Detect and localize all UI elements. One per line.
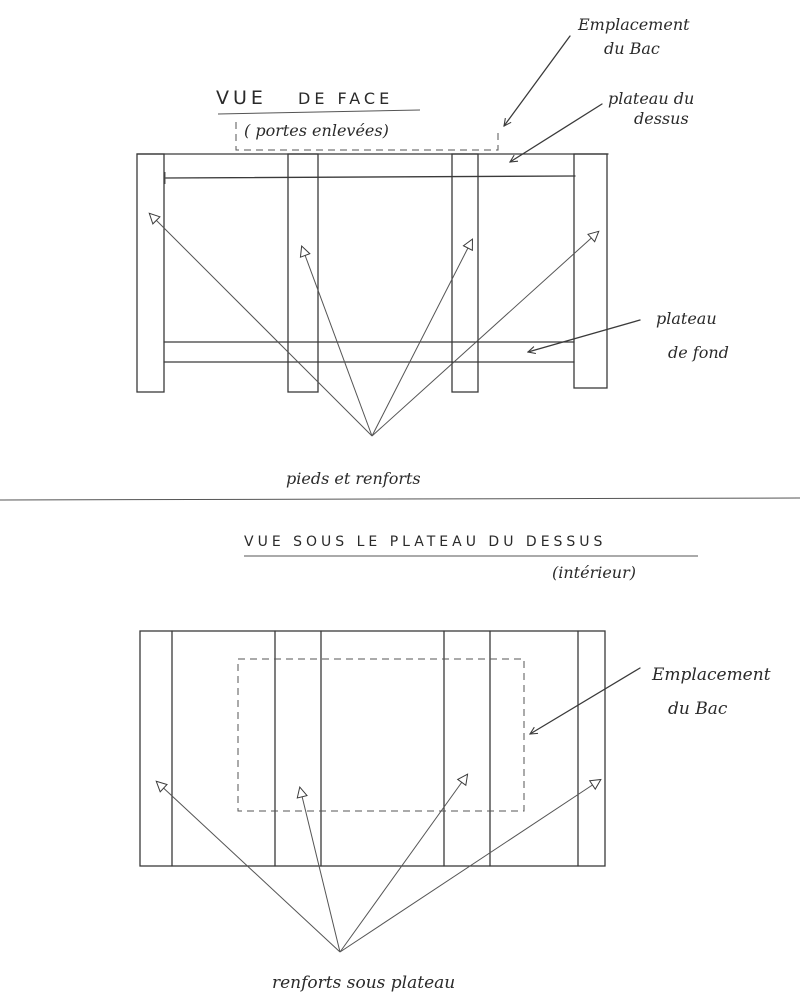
under-arrow-reinforcement-1 (157, 782, 341, 953)
front-leg-right (573, 153, 608, 389)
front-bac-outline (235, 122, 499, 151)
under-label-bac-line2: du Bac (668, 699, 728, 719)
under-label-reinforcements: renforts sous plateau (272, 973, 455, 993)
under-view: VUE SOUS LE PLATEAU DU DESSUS (intérieur… (139, 534, 771, 993)
under-arrow-reinforcement-2 (300, 788, 341, 953)
under-view-subtitle: (intérieur) (552, 563, 636, 582)
under-arrow-bac (530, 667, 641, 735)
front-view-title-vue: VUE (216, 87, 267, 109)
front-arrow-leg-inner-right (371, 240, 472, 437)
front-view-title-de-face: DE FACE (298, 89, 393, 108)
front-label-bottom-line2: de fond (668, 343, 729, 362)
under-view-title: VUE SOUS LE PLATEAU DU DESSUS (244, 534, 606, 550)
front-label-legs: pieds et renforts (286, 469, 421, 488)
front-arrow-bac (504, 35, 571, 126)
front-view-subtitle: ( portes enlevées) (244, 121, 389, 140)
front-leg-left (136, 153, 165, 393)
under-arrow-reinforcement-4 (339, 780, 600, 953)
under-bac-outline (237, 658, 525, 812)
section-divider (0, 497, 800, 501)
front-arrow-leg-inner-left (302, 247, 373, 437)
under-label-bac-line1: Emplacement (651, 665, 771, 685)
front-arrow-leg-right (371, 232, 598, 437)
front-label-bac-line2: du Bac (604, 39, 660, 58)
front-leg-inner-right (451, 153, 479, 393)
front-arrow-bottom (528, 319, 641, 352)
under-arrow-reinforcement-3 (339, 775, 467, 953)
front-label-bac-line1: Emplacement (577, 15, 690, 34)
under-top-board (139, 630, 606, 867)
front-view: VUE DE FACE ( portes enlevées) Emplaceme… (136, 15, 729, 488)
front-label-bottom-line1: plateau (656, 309, 717, 328)
front-label-top-line2: dessus (634, 109, 689, 128)
front-leg-inner-left (287, 153, 319, 393)
front-view-title-underline (217, 109, 421, 115)
front-label-top-line1: plateau du (608, 89, 694, 108)
front-top-board-line-2 (164, 175, 576, 179)
front-arrow-top (510, 103, 603, 163)
front-arrow-leg-left (150, 214, 373, 437)
